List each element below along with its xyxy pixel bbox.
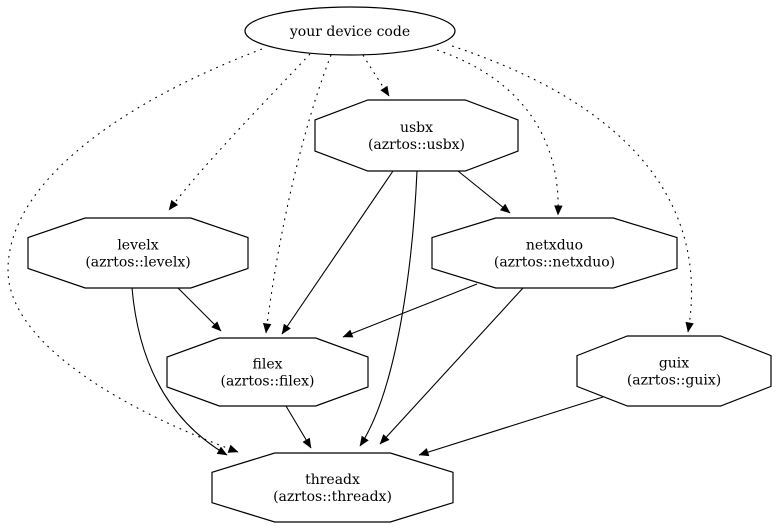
- node-filex: filex(azrtos::filex): [166, 337, 369, 407]
- node-filex-shape: [166, 337, 369, 407]
- edge-levelx-threadx: [131, 287, 228, 456]
- node-threadx-shape: [211, 452, 454, 523]
- node-netxduo-label-line1: netxduo: [526, 238, 583, 254]
- node-device: your device code: [244, 6, 456, 56]
- edge-device-guix: [451, 45, 694, 333]
- node-netxduo-label-line2: (azrtos::netxduo): [494, 255, 615, 271]
- node-levelx: levelx(azrtos::levelx): [27, 217, 249, 289]
- edge-levelx-filex: [177, 287, 222, 332]
- node-levelx-shape: [27, 217, 249, 289]
- node-device-label-line1: your device code: [289, 24, 410, 40]
- edge-device-threadx: [7, 48, 263, 453]
- node-threadx: threadx(azrtos::threadx): [211, 452, 454, 523]
- node-threadx-label-line2: (azrtos::threadx): [273, 489, 392, 505]
- edge-device-netxduo: [436, 49, 563, 216]
- node-filex-label-line1: filex: [253, 357, 283, 373]
- node-levelx-label-line1: levelx: [117, 238, 158, 254]
- node-guix: guix(azrtos::guix): [576, 335, 772, 407]
- node-guix-label-line2: (azrtos::guix): [627, 373, 721, 389]
- nodes-layer: your device codeusbx(azrtos::usbx)levelx…: [27, 6, 772, 523]
- edge-device-usbx: [362, 54, 390, 97]
- node-guix-label-line1: guix: [659, 356, 689, 372]
- node-usbx-label-line1: usbx: [400, 120, 433, 136]
- edge-device-levelx: [168, 53, 311, 211]
- node-usbx-label-line2: (azrtos::usbx): [368, 137, 465, 153]
- edge-netxduo-threadx: [379, 287, 524, 445]
- edge-usbx-filex: [281, 170, 394, 335]
- node-levelx-label-line2: (azrtos::levelx): [85, 255, 190, 271]
- node-device-shape: [244, 6, 456, 56]
- node-threadx-label-line1: threadx: [305, 472, 360, 488]
- edge-guix-threadx: [418, 396, 604, 457]
- node-usbx-shape: [314, 99, 519, 172]
- edge-filex-threadx: [285, 405, 312, 449]
- node-netxduo: netxduo(azrtos::netxduo): [431, 217, 678, 289]
- node-filex-label-line2: (azrtos::filex): [220, 374, 314, 390]
- edge-usbx-threadx: [359, 170, 418, 447]
- edge-device-filex: [262, 54, 332, 334]
- node-netxduo-shape: [431, 217, 678, 289]
- edges-layer: [7, 45, 694, 457]
- node-guix-shape: [576, 335, 772, 407]
- edge-usbx-netxduo: [457, 170, 511, 214]
- node-usbx: usbx(azrtos::usbx): [314, 99, 519, 172]
- edge-netxduo-filex: [342, 283, 478, 338]
